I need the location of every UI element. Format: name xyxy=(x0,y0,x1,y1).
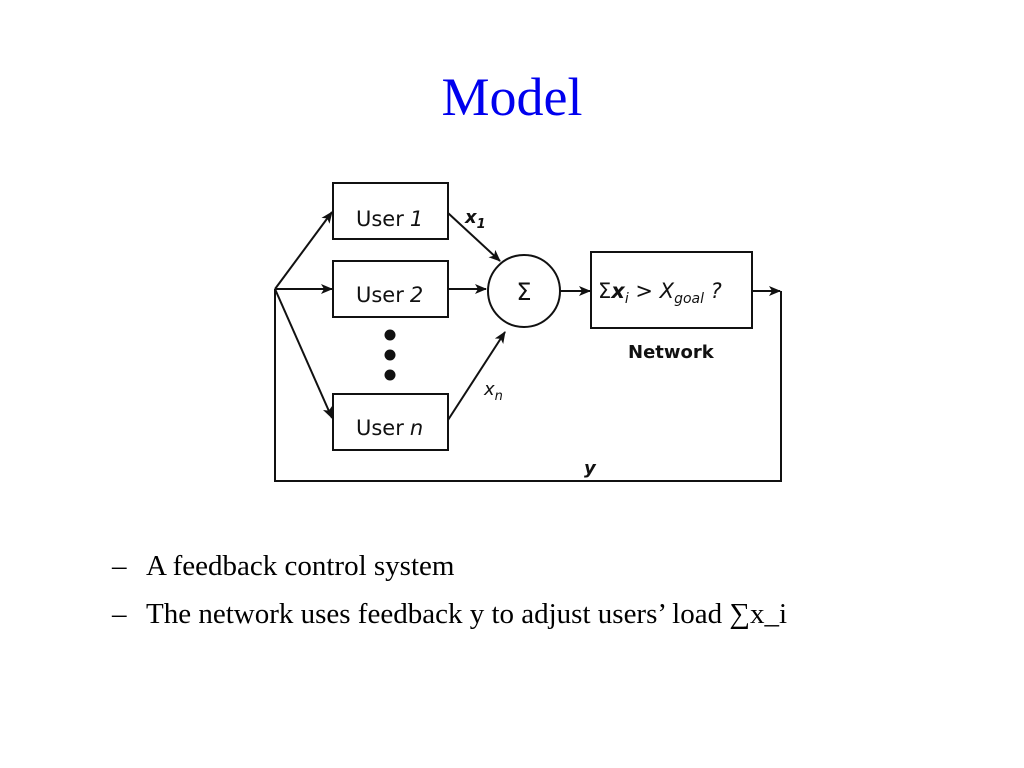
user-1-text: User xyxy=(356,207,404,231)
ellipsis-dot-2 xyxy=(384,349,396,361)
bullet-dash: – xyxy=(112,550,127,582)
ellipsis-dot-3 xyxy=(384,369,396,381)
ellipsis-dot-1 xyxy=(384,329,396,341)
fanout-arrow-user-1 xyxy=(274,211,333,290)
x1-label: x1 xyxy=(464,207,486,232)
bullet-text: The network uses feedback y to adjust us… xyxy=(146,598,788,630)
network-condition: Σxi > Xgoal ? xyxy=(598,279,722,307)
xn-label: xn xyxy=(483,379,503,404)
x1-arrow xyxy=(447,212,501,262)
user-1-box xyxy=(332,182,449,240)
feedback-loop xyxy=(274,289,782,482)
user-n-box xyxy=(332,393,449,451)
bullet-item: –The network uses feedback y to adjust u… xyxy=(112,594,787,642)
user-n-index: n xyxy=(410,416,423,440)
bullet-item: –A feedback control system xyxy=(112,546,787,594)
feedback-label: y xyxy=(584,458,597,479)
bullet-text: A feedback control system xyxy=(146,550,455,582)
xn-arrow xyxy=(447,331,506,421)
summation-symbol: Σ xyxy=(516,278,531,306)
user-2-text: User xyxy=(356,283,404,307)
user-2-index: 2 xyxy=(410,283,423,307)
network-label: Network xyxy=(628,342,715,363)
slide-title: Model xyxy=(441,67,583,127)
fanout-arrow-user-n xyxy=(274,288,333,419)
user-1-index: 1 xyxy=(410,207,423,231)
bullet-dash: – xyxy=(112,598,127,630)
user-n-text: User xyxy=(356,416,404,440)
bullet-list: –A feedback control system –The network … xyxy=(112,546,787,642)
